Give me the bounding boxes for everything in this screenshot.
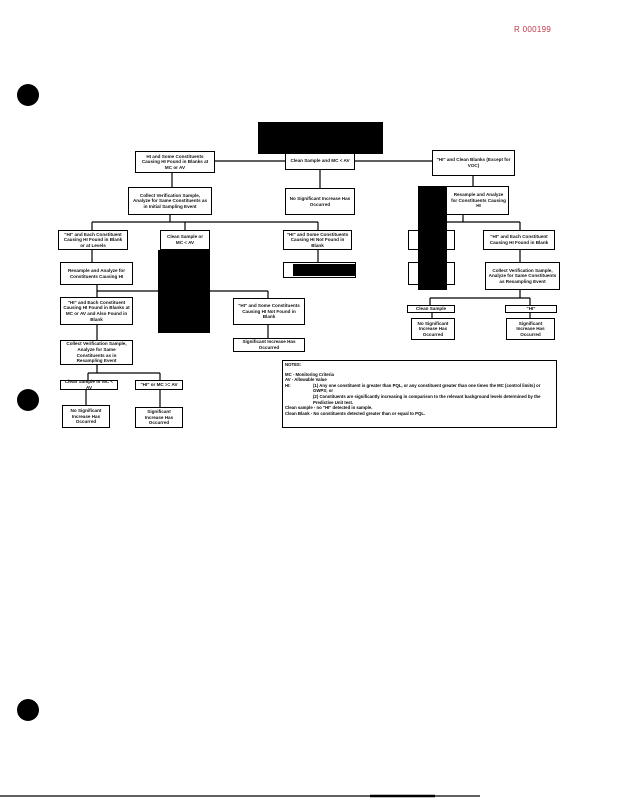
- redaction-title: [258, 122, 383, 154]
- notes-av: AV - Allowable Value: [285, 377, 327, 383]
- bates-number: R 000199: [514, 25, 552, 34]
- flow-box-p: Clean Sample: [407, 305, 455, 313]
- flow-box-t: No Significant Increase Has Occurred: [411, 318, 455, 340]
- notes-mc: MC - Monitoring Criteria: [285, 371, 334, 377]
- notes-hi-1: (1) Any one constituent is greater than …: [313, 382, 541, 394]
- notes-clean-blank: Clean Blank - No constituents detected g…: [285, 410, 426, 416]
- redaction-block: [293, 264, 355, 276]
- flow-box-g: "HI" and Each Constituent Causing HI Fou…: [58, 230, 128, 250]
- flow-box-o: "HI" and Some Constituents Causing HI No…: [233, 298, 305, 325]
- flow-box-y: Significant Increase Has Occurred: [135, 407, 183, 428]
- notes-clean-sample: Clean sample - no "HI" detected in sampl…: [285, 405, 373, 411]
- punch-hole-icon: [17, 699, 39, 721]
- punch-hole-icon: [17, 84, 39, 106]
- redaction-block: [158, 250, 210, 333]
- flow-box-a: HI and Some Constituents Causing HI Foun…: [135, 151, 215, 173]
- flow-box-i: "HI" and Some Constituents Causing HI No…: [283, 230, 352, 250]
- notes-hi-label: HI:: [285, 382, 291, 388]
- flow-box-v: Clean Sample or MC < AV: [60, 379, 118, 390]
- flow-box-l: Resample and Analyze for Constituents Ca…: [60, 262, 133, 285]
- flow-box-h: Clean Sample or MC < AV: [160, 230, 210, 250]
- notes-box: NOTES: MC - Monitoring Criteria AV - All…: [282, 360, 557, 428]
- flow-box-s: Significant Increase Has Occurred: [233, 338, 305, 352]
- notes-hi: HI: (1) Any one constituent is greater t…: [285, 383, 554, 405]
- flow-box-d: Collect Verification Sample, Analyze for…: [128, 187, 212, 215]
- redaction-block: [418, 186, 447, 290]
- flow-box-w: "HI" or MC >= AV: [135, 380, 183, 390]
- flow-box-m: Collect Verification Sample, Analyze for…: [485, 262, 560, 290]
- punch-hole-icon: [17, 389, 39, 411]
- flow-box-u: Significant Increase Has Occurred: [506, 318, 555, 340]
- flow-box-c: "HI" and Clean Blanks (Except for VOC): [432, 150, 515, 176]
- notes-heading: NOTES:: [285, 362, 302, 367]
- flow-box-x: No Significant Increase Has Occurred: [62, 405, 110, 428]
- flow-box-e: No Significant Increase Has Occurred: [285, 188, 355, 215]
- flow-box-n: "HI" and Each Constituent Causing HI Fou…: [60, 297, 133, 325]
- flow-box-r: Collect Verification Sample, Analyze for…: [60, 340, 133, 365]
- flow-box-q: "HI": [505, 305, 557, 313]
- flow-box-b: Clean Sample and MC < AV: [285, 152, 355, 170]
- flow-box-k: "HI" and Each Constituent Causing HI Fou…: [483, 230, 555, 250]
- notes-hi-2: (2) Constituents are significantly incre…: [313, 393, 541, 405]
